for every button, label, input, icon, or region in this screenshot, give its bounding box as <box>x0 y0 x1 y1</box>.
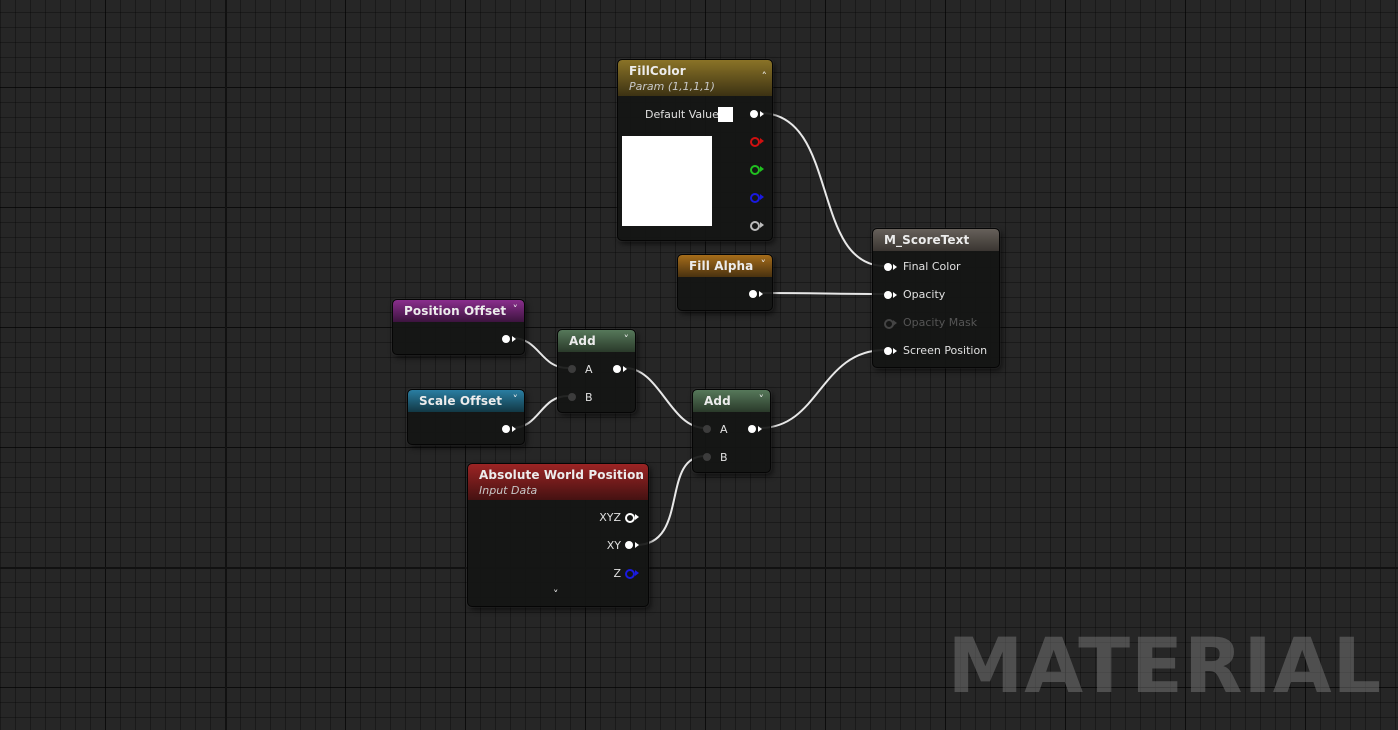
xy-output-arrow-icon <box>635 542 639 548</box>
add-1-input-b-label: B <box>585 391 593 404</box>
green-output-arrow-icon <box>760 166 764 172</box>
add-2-input-a-pin[interactable] <box>703 425 711 433</box>
screen-position-label: Screen Position <box>903 344 988 357</box>
add-2-input-b-pin[interactable] <box>703 453 711 461</box>
opacity-label: Opacity <box>903 288 946 301</box>
node-material-result[interactable]: M_ScoreText Final Color Opacity Opacity … <box>872 228 1000 368</box>
add-1-output-arrow-icon <box>623 366 627 372</box>
fill-alpha-output-pin[interactable] <box>749 290 757 298</box>
abs-world-subtitle: Input Data <box>479 484 538 497</box>
position-offset-header[interactable]: Position Offset ˅ <box>393 300 524 322</box>
red-output-pin[interactable] <box>750 137 760 147</box>
add-2-input-b-label: B <box>720 451 728 464</box>
color-preview <box>622 136 712 226</box>
green-output-pin[interactable] <box>750 165 760 175</box>
node-fill-alpha[interactable]: Fill Alpha ˅ <box>677 254 773 311</box>
position-offset-output-pin[interactable] <box>502 335 510 343</box>
screen-position-arrow-icon <box>893 348 897 354</box>
position-offset-title: Position Offset <box>404 304 507 318</box>
xyz-output-pin[interactable] <box>625 513 635 523</box>
add-2-output-pin[interactable] <box>748 425 756 433</box>
xy-output-pin[interactable] <box>625 541 633 549</box>
wire-fillalpha-to-opacity <box>759 292 886 295</box>
screen-position-input-pin[interactable] <box>884 347 892 355</box>
material-watermark: MATERIAL <box>947 621 1382 710</box>
expand-chevron-icon[interactable]: ˅ <box>553 588 559 601</box>
scale-offset-output-pin[interactable] <box>502 425 510 433</box>
abs-world-title: Absolute World Position <box>479 468 645 482</box>
scale-offset-header[interactable]: Scale Offset ˅ <box>408 390 524 412</box>
node-add-1[interactable]: Add ˅ A B <box>557 329 636 413</box>
add-1-header[interactable]: Add ˅ <box>558 330 635 352</box>
xy-output-label: XY <box>606 539 621 552</box>
add-2-output-arrow-icon <box>758 426 762 432</box>
fill-color-subtitle: Param (1,1,1,1) <box>629 80 715 93</box>
wire-add2-to-screenposition <box>759 349 886 429</box>
add-2-header[interactable]: Add ˅ <box>693 390 770 412</box>
chevron-down-icon[interactable]: ˅ <box>512 393 519 406</box>
fill-alpha-title: Fill Alpha <box>689 259 754 273</box>
result-header[interactable]: M_ScoreText <box>873 229 999 251</box>
add-2-title: Add <box>704 394 731 408</box>
final-color-label: Final Color <box>903 260 961 273</box>
node-position-offset[interactable]: Position Offset ˅ <box>392 299 525 355</box>
add-2-input-a-label: A <box>720 423 728 436</box>
fill-alpha-output-arrow-icon <box>759 291 763 297</box>
node-fill-color[interactable]: FillColor Param (1,1,1,1) ˄ Default Valu… <box>617 59 773 241</box>
default-value-swatch[interactable] <box>718 107 733 122</box>
abs-world-header[interactable]: Absolute World Position Input Data ˅ <box>468 464 648 500</box>
add-1-title: Add <box>569 334 596 348</box>
fill-color-title: FillColor <box>629 64 686 78</box>
add-1-input-a-pin[interactable] <box>568 365 576 373</box>
chevron-down-icon[interactable]: ˅ <box>760 258 767 271</box>
rgb-output-pin[interactable] <box>750 110 758 118</box>
fill-color-header[interactable]: FillColor Param (1,1,1,1) ˄ <box>618 60 772 96</box>
opacity-mask-arrow-icon <box>893 320 897 326</box>
wire-fillcolor-to-finalcolor <box>759 112 886 267</box>
position-offset-output-arrow-icon <box>512 336 516 342</box>
add-1-input-a-label: A <box>585 363 593 376</box>
final-color-input-pin[interactable] <box>884 263 892 271</box>
node-scale-offset[interactable]: Scale Offset ˅ <box>407 389 525 445</box>
z-output-arrow-icon <box>635 570 639 576</box>
blue-output-arrow-icon <box>760 194 764 200</box>
chevron-down-icon[interactable]: ˅ <box>758 393 765 406</box>
node-absolute-world-position[interactable]: Absolute World Position Input Data ˅ XYZ… <box>467 463 649 607</box>
red-output-arrow-icon <box>760 138 764 144</box>
xyz-output-arrow-icon <box>635 514 639 520</box>
fill-alpha-header[interactable]: Fill Alpha ˅ <box>678 255 772 277</box>
chevron-down-icon[interactable]: ˅ <box>512 303 519 316</box>
rgb-output-arrow-icon <box>760 111 764 117</box>
blue-output-pin[interactable] <box>750 193 760 203</box>
chevron-down-icon[interactable]: ˅ <box>636 475 643 488</box>
scale-offset-output-arrow-icon <box>512 426 516 432</box>
add-1-output-pin[interactable] <box>613 365 621 373</box>
node-add-2[interactable]: Add ˅ A B <box>692 389 771 473</box>
xyz-output-label: XYZ <box>599 511 621 524</box>
collapse-chevron-icon[interactable]: ˄ <box>761 70 768 83</box>
alpha-output-pin[interactable] <box>750 221 760 231</box>
z-output-label: Z <box>613 567 621 580</box>
add-1-input-b-pin[interactable] <box>568 393 576 401</box>
chevron-down-icon[interactable]: ˅ <box>623 333 630 346</box>
alpha-output-arrow-icon <box>760 222 764 228</box>
opacity-mask-label: Opacity Mask <box>903 316 978 329</box>
z-output-pin[interactable] <box>625 569 635 579</box>
result-title: M_ScoreText <box>884 233 970 247</box>
opacity-arrow-icon <box>893 292 897 298</box>
final-color-arrow-icon <box>893 264 897 270</box>
opacity-input-pin[interactable] <box>884 291 892 299</box>
default-value-label: Default Value <box>645 108 719 121</box>
scale-offset-title: Scale Offset <box>419 394 503 408</box>
